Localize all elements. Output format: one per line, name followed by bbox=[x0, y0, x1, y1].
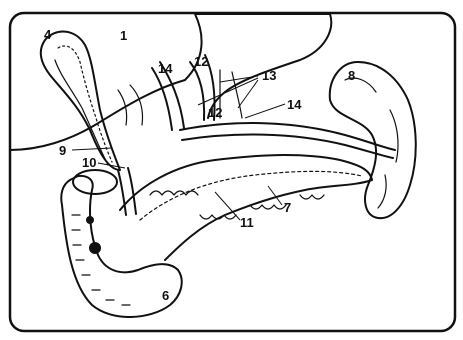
leader-11 bbox=[215, 192, 240, 220]
spleen bbox=[330, 62, 416, 218]
label-9: 9 bbox=[59, 143, 66, 158]
leader-14b bbox=[245, 104, 285, 118]
label-6: 6 bbox=[162, 288, 169, 303]
label-1: 1 bbox=[120, 28, 127, 43]
label-11: 11 bbox=[240, 215, 254, 230]
label-7: 7 bbox=[284, 200, 291, 215]
leader-9 bbox=[72, 148, 112, 150]
leader-13b bbox=[238, 80, 258, 108]
figure-frame bbox=[10, 13, 455, 331]
label-14-lower: 14 bbox=[287, 97, 302, 112]
label-10: 10 bbox=[82, 155, 96, 170]
label-4: 4 bbox=[44, 27, 52, 42]
pancreatic-duct bbox=[140, 171, 362, 220]
pancreas-lobules bbox=[150, 191, 324, 219]
label-12-lower: 12 bbox=[208, 105, 222, 120]
label-14-upper: 14 bbox=[158, 61, 173, 76]
label-8: 8 bbox=[348, 68, 355, 83]
label-13: 13 bbox=[262, 68, 276, 83]
papilla-major bbox=[89, 242, 101, 254]
pancreas bbox=[120, 155, 372, 260]
label-12-upper: 12 bbox=[194, 54, 208, 69]
duodenal-lumen bbox=[73, 170, 117, 194]
papilla-minor bbox=[86, 216, 94, 224]
leader-13c bbox=[198, 78, 258, 105]
